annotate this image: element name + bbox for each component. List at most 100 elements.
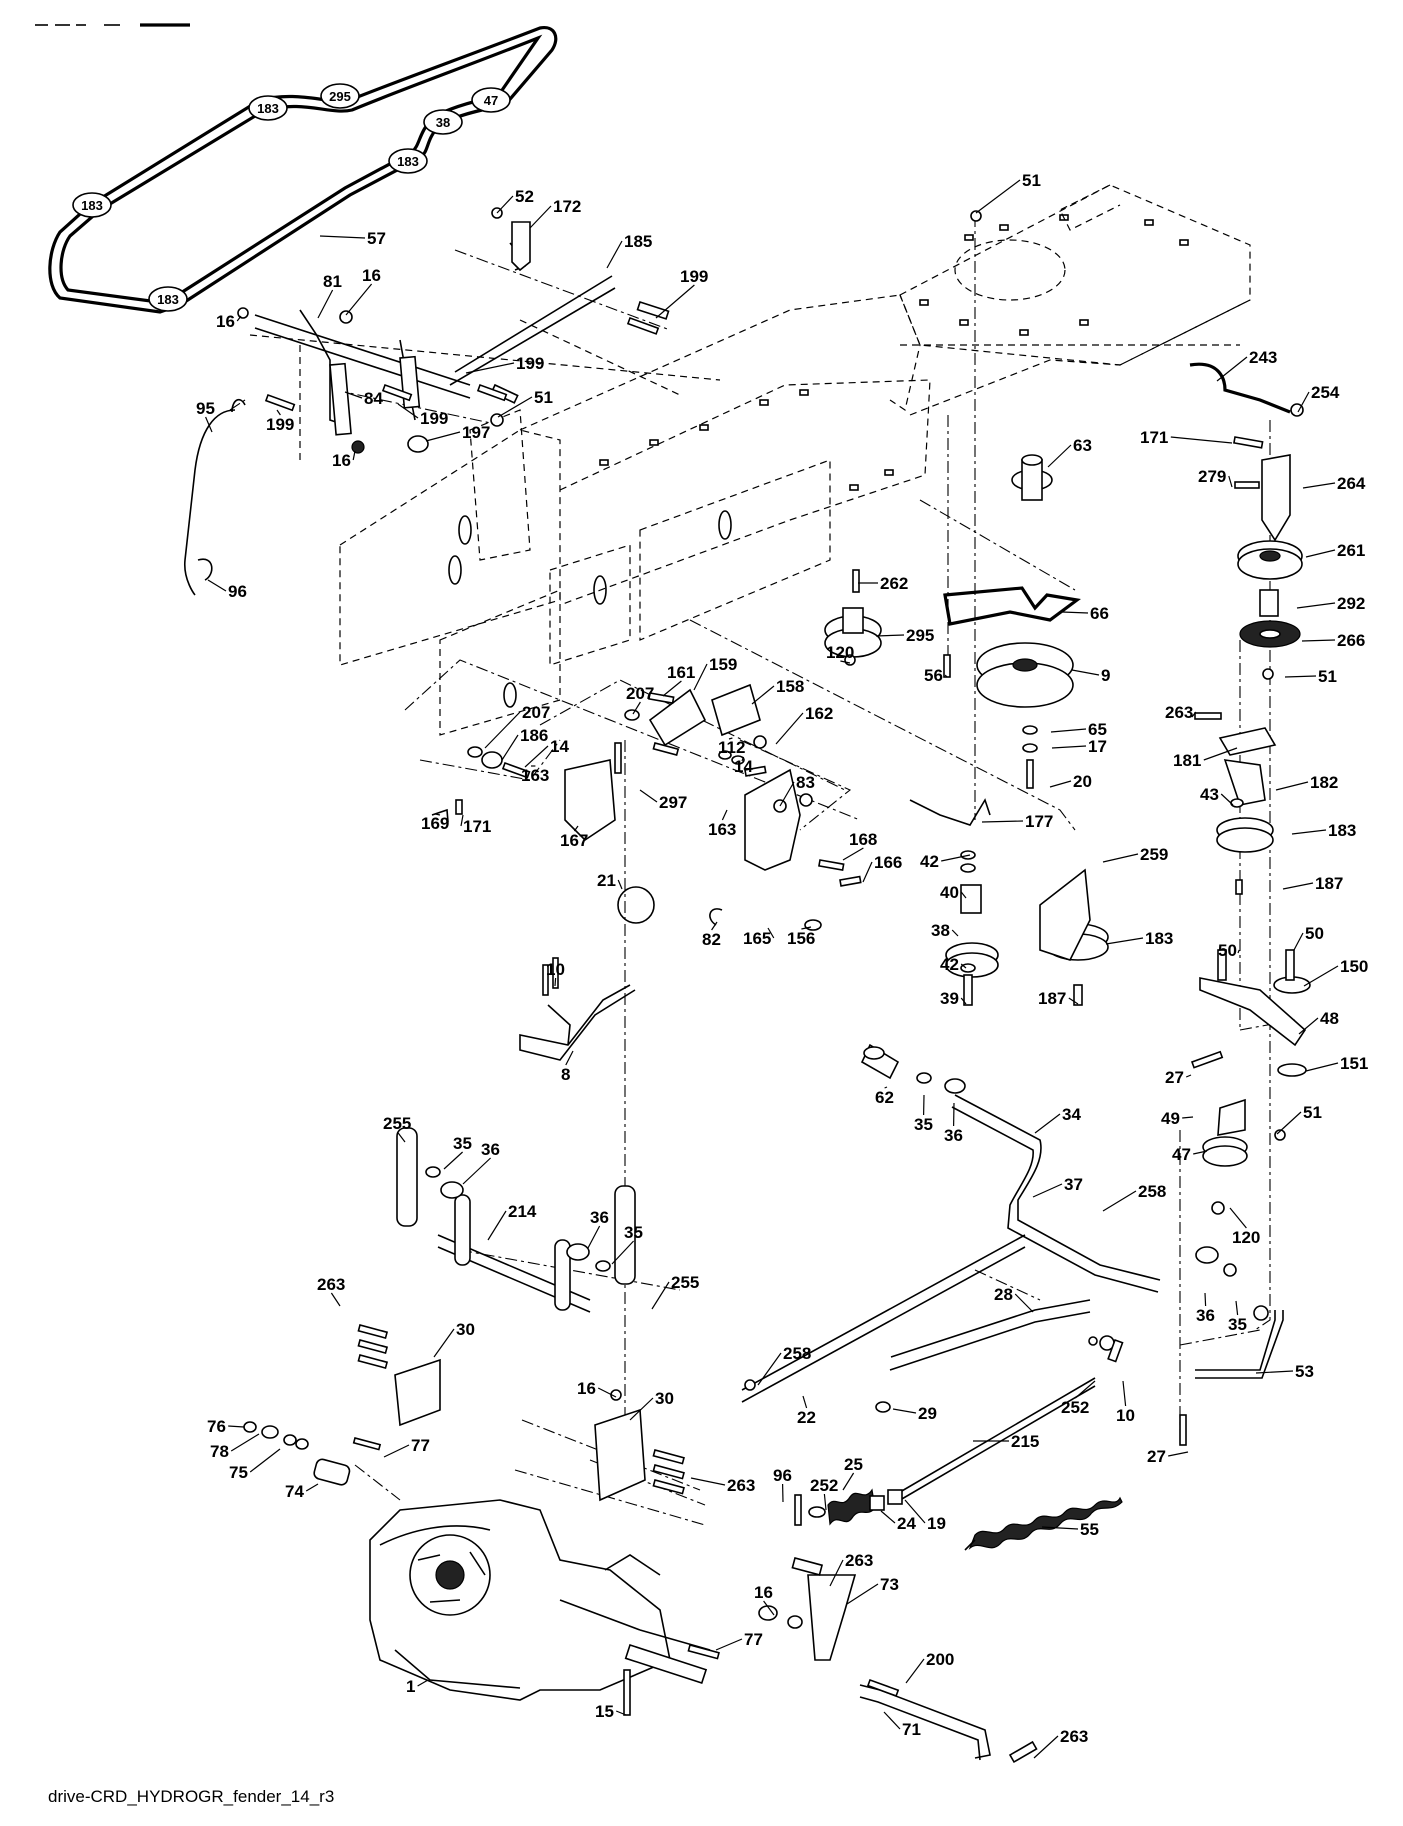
- part-callout: 254: [1311, 383, 1340, 402]
- part-callout: 16: [216, 312, 235, 331]
- pulley-number: 38: [436, 115, 450, 130]
- part-callout: 215: [1011, 1432, 1039, 1451]
- leader-line: [1282, 882, 1314, 890]
- part-callout: 15: [595, 1702, 614, 1721]
- part-callout: 57: [367, 229, 386, 248]
- leader-line: [711, 921, 718, 931]
- leader-line: [228, 1425, 245, 1428]
- leader-line: [317, 289, 334, 319]
- part-callout: 9: [1101, 666, 1110, 685]
- leader-line: [840, 660, 851, 664]
- part-callout: 49: [1161, 1109, 1180, 1128]
- pulley-oval: [423, 109, 463, 135]
- part-callout: 17: [1088, 737, 1107, 756]
- leader-line: [330, 1292, 341, 1307]
- part-callout: 19: [927, 1514, 946, 1533]
- leader-line: [1298, 1017, 1319, 1035]
- pulley-number: 47: [484, 93, 498, 108]
- part-callout: 171: [1140, 428, 1168, 447]
- leader-line: [751, 685, 775, 705]
- leader-line: [1041, 1526, 1079, 1530]
- leader-line: [249, 1448, 281, 1473]
- part-callout: 168: [849, 830, 877, 849]
- part-callout: 252: [1061, 1398, 1089, 1417]
- leader-line: [862, 861, 873, 883]
- leader-line: [1014, 1293, 1034, 1313]
- leader-line: [721, 809, 728, 821]
- leader-line: [951, 929, 959, 937]
- part-callout: 259: [1140, 845, 1168, 864]
- part-callout: 96: [773, 1466, 792, 1485]
- leader-line: [487, 1210, 507, 1241]
- leader-line: [883, 1711, 901, 1730]
- part-callout: 183: [1145, 929, 1173, 948]
- part-callout: 82: [702, 930, 721, 949]
- leader-line: [565, 1050, 574, 1066]
- part-callout: 171: [463, 817, 491, 836]
- leader-line: [460, 814, 464, 827]
- leader-line: [1049, 780, 1072, 788]
- diagram-caption: drive-CRD_HYDROGR_fender_14_r3: [48, 1787, 334, 1806]
- leader-line: [1182, 1116, 1194, 1119]
- leader-line: [1068, 997, 1079, 1005]
- frame-holes: [448, 214, 1189, 708]
- part-callout: 159: [709, 655, 737, 674]
- part-callout: 48: [1320, 1009, 1339, 1028]
- leader-line: [802, 1395, 808, 1409]
- part-callout: 36: [1196, 1306, 1215, 1325]
- part-callout: 163: [708, 820, 736, 839]
- part-callout: 186: [520, 726, 548, 745]
- part-callout: 42: [920, 852, 939, 871]
- leader-line: [728, 737, 733, 740]
- leader-line: [1193, 1150, 1208, 1155]
- part-callout: 199: [266, 415, 294, 434]
- part-callout: 182: [1310, 773, 1338, 792]
- part-callout: 83: [796, 773, 815, 792]
- leader-line: [639, 789, 658, 803]
- belt-pulley-label: 183: [72, 192, 112, 218]
- part-callout: 14: [734, 757, 753, 776]
- leader-line: [1305, 549, 1336, 558]
- part-callout: 120: [1232, 1228, 1260, 1247]
- leader-line: [524, 745, 549, 768]
- assembly-lines: [229, 215, 1296, 1526]
- leader-line: [655, 284, 695, 319]
- belt-pulley-label: 295: [320, 83, 360, 109]
- leader-line: [1235, 1300, 1239, 1316]
- leader-line: [465, 362, 515, 374]
- part-callout: 199: [420, 409, 448, 428]
- leader-line: [1296, 602, 1336, 609]
- part-callout: 258: [783, 1344, 811, 1363]
- leader-line: [632, 701, 641, 715]
- leader-line: [829, 1559, 844, 1587]
- leader-line: [767, 927, 775, 939]
- part-callout: 62: [875, 1088, 894, 1107]
- part-callout: 8: [561, 1065, 570, 1084]
- part-callout: 29: [918, 1404, 937, 1423]
- leader-line: [960, 963, 967, 969]
- part-callout: 243: [1249, 348, 1277, 367]
- part-callout: 75: [229, 1463, 248, 1482]
- leader-line: [823, 1493, 827, 1511]
- leader-line: [276, 409, 281, 416]
- part-callout: 76: [207, 1417, 226, 1436]
- leader-line: [443, 1151, 464, 1170]
- part-callout: 47: [1172, 1145, 1191, 1164]
- part-callout: 183: [1328, 821, 1356, 840]
- part-callout: 78: [210, 1442, 229, 1461]
- part-callout: 84: [364, 389, 383, 408]
- leader-line: [741, 756, 745, 762]
- pulley-oval: [320, 83, 360, 109]
- pulley-oval: [148, 286, 188, 312]
- part-callout: 56: [924, 666, 943, 685]
- part-callout: 16: [332, 451, 351, 470]
- part-callout: 279: [1198, 467, 1226, 486]
- part-callout: 199: [516, 354, 544, 373]
- leader-line: [905, 1658, 925, 1684]
- part-callout: 16: [362, 266, 381, 285]
- leader-line: [629, 1397, 654, 1421]
- part-callout: 151: [1340, 1054, 1368, 1073]
- part-callout: 187: [1038, 989, 1066, 1008]
